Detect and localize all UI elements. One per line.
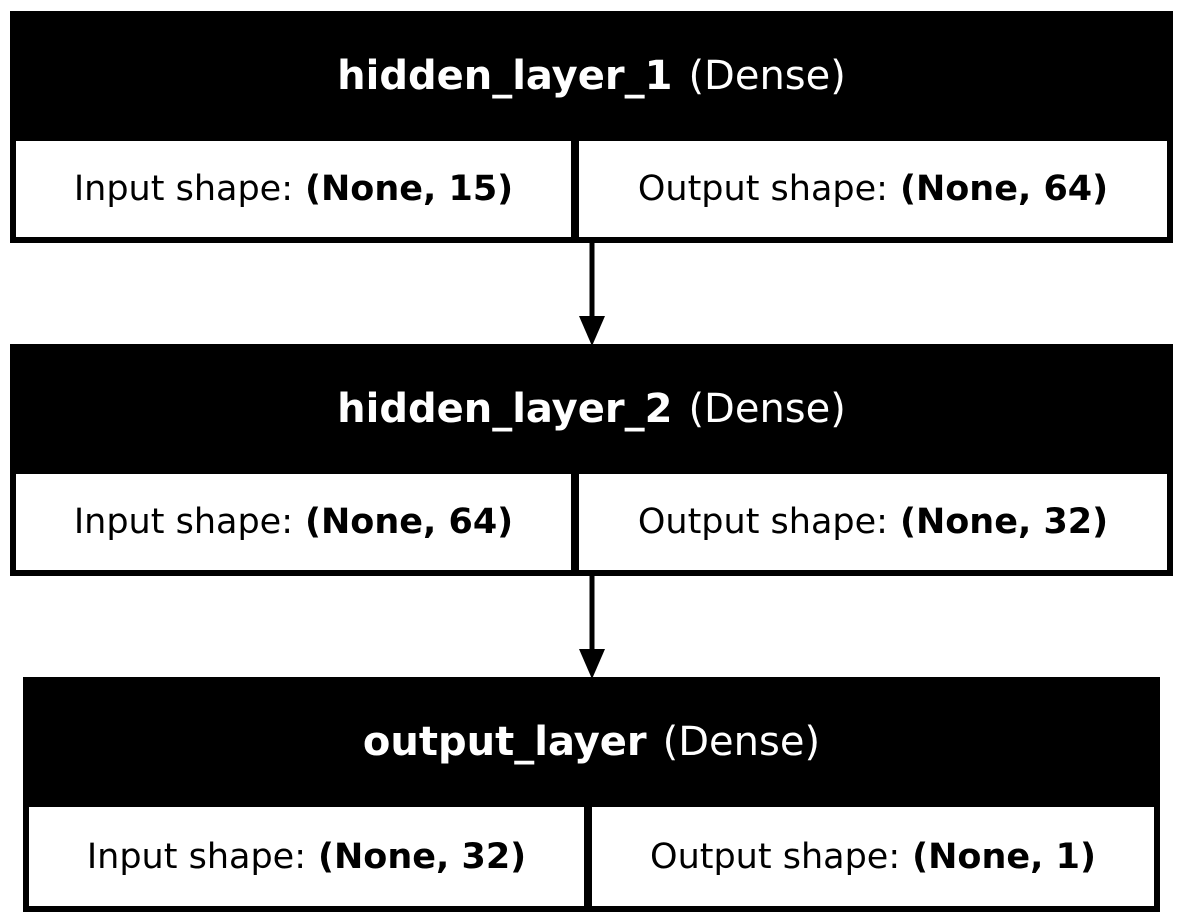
output-shape-cell: Output shape: (None, 32) (579, 474, 1167, 570)
layer-box-hidden-layer-2: hidden_layer_2 (Dense) Input shape: (Non… (10, 344, 1173, 576)
output-shape-label: Output shape: (650, 836, 901, 877)
layer-box-output-layer: output_layer (Dense) Input shape: (None,… (23, 677, 1160, 912)
layer-header: hidden_layer_2 (Dense) (16, 350, 1167, 468)
input-shape-cell: Input shape: (None, 32) (29, 807, 584, 906)
layer-header: output_layer (Dense) (29, 683, 1154, 801)
output-shape-cell: Output shape: (None, 1) (592, 807, 1154, 906)
input-shape-label: Input shape: (86, 836, 306, 877)
output-shape-cell: Output shape: (None, 64) (579, 141, 1167, 237)
layer-header: hidden_layer_1 (Dense) (16, 17, 1167, 135)
layer-name: hidden_layer_2 (337, 386, 673, 432)
arrow-layer-1-to-layer-2 (579, 243, 605, 346)
input-shape-label: Input shape: (73, 502, 293, 542)
input-shape-label: Input shape: (73, 169, 293, 209)
arrow-layer-2-to-layer-3 (579, 576, 605, 679)
input-shape-value: (None, 32) (318, 836, 527, 877)
layer-type: (Dense) (662, 719, 821, 765)
input-shape-cell: Input shape: (None, 64) (16, 474, 571, 570)
output-shape-value: (None, 1) (912, 836, 1096, 877)
output-shape-value: (None, 32) (899, 502, 1109, 542)
layer-name: hidden_layer_1 (337, 53, 673, 99)
layer-type: (Dense) (688, 53, 846, 99)
layer-name: output_layer (362, 719, 647, 765)
input-shape-value: (None, 15) (305, 169, 514, 209)
input-shape-cell: Input shape: (None, 15) (16, 141, 571, 237)
output-shape-value: (None, 64) (899, 169, 1109, 209)
layer-type: (Dense) (688, 386, 846, 432)
layer-box-hidden-layer-1: hidden_layer_1 (Dense) Input shape: (Non… (10, 11, 1173, 243)
output-shape-label: Output shape: (637, 169, 888, 209)
output-shape-label: Output shape: (637, 502, 888, 542)
input-shape-value: (None, 64) (305, 502, 514, 542)
